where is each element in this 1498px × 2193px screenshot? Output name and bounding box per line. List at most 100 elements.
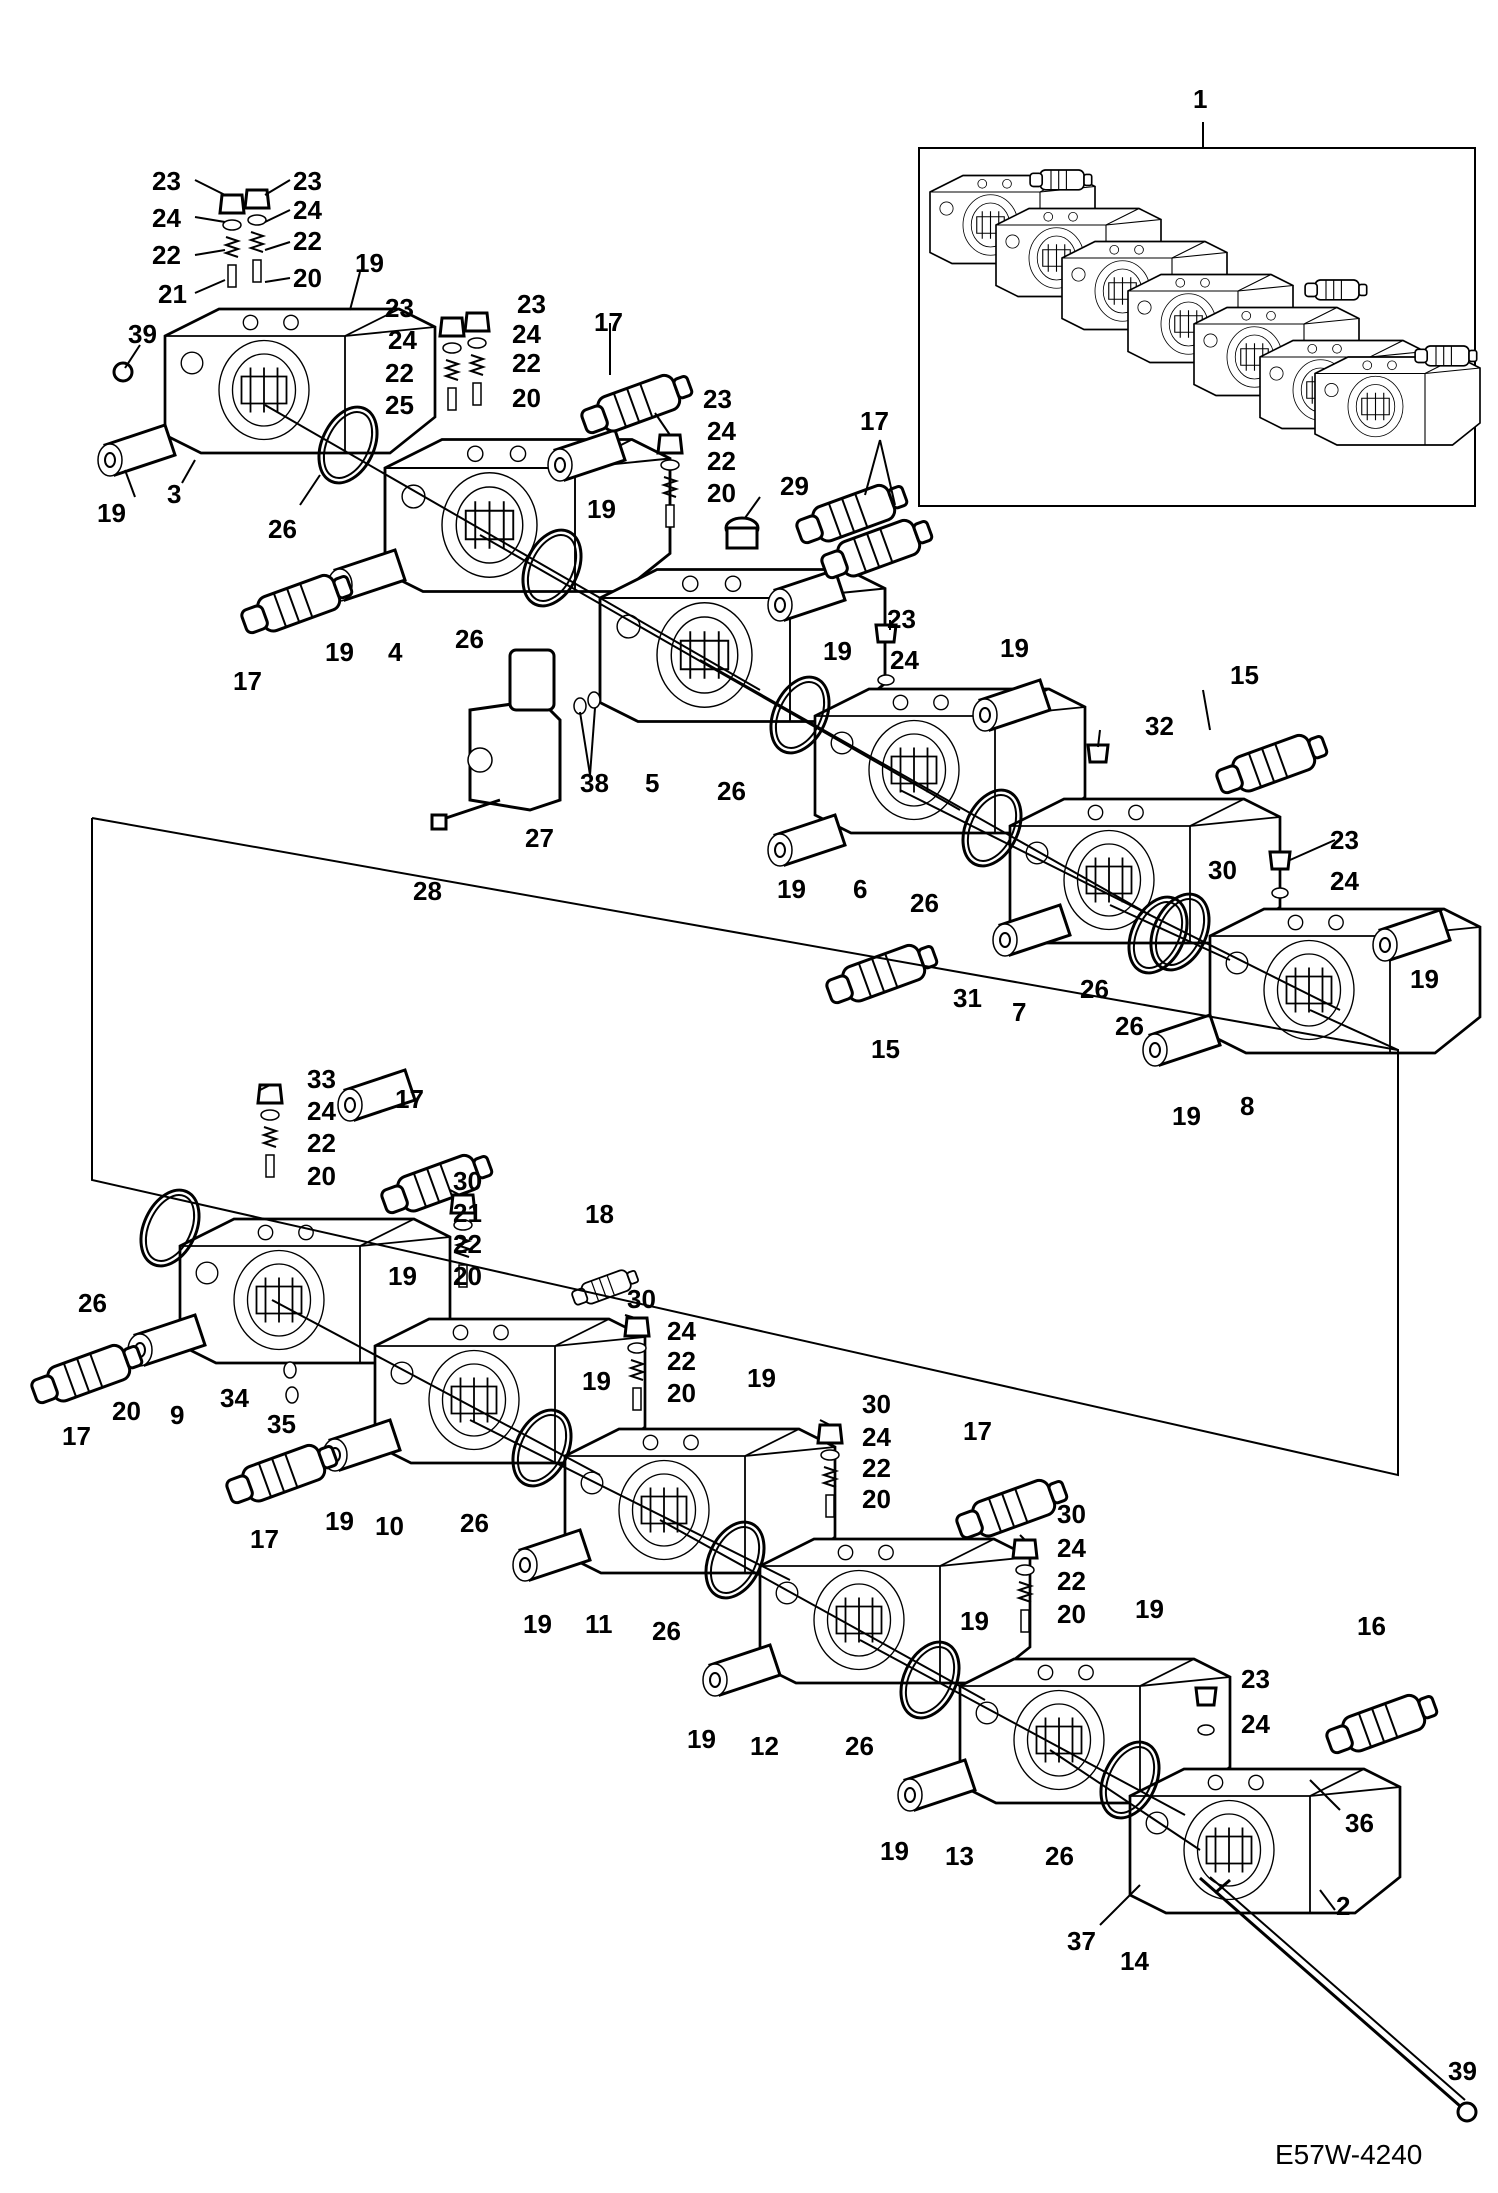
small-plugs <box>112 361 1478 2123</box>
callout: 17 <box>233 666 262 696</box>
callout: 26 <box>1080 974 1109 1004</box>
callout: 8 <box>1240 1091 1254 1121</box>
callout: 22 <box>667 1346 696 1376</box>
callout: 23 <box>385 293 414 323</box>
o-rings <box>128 396 1222 1829</box>
callout: 13 <box>945 1841 974 1871</box>
callout: 19 <box>388 1261 417 1291</box>
callout: 23 <box>1241 1664 1270 1694</box>
callout: 23 <box>152 166 181 196</box>
callout: 9 <box>170 1400 184 1430</box>
callout: 19 <box>880 1836 909 1866</box>
callout: 36 <box>1345 1808 1374 1838</box>
callout: 29 <box>780 471 809 501</box>
callout: 22 <box>385 358 414 388</box>
callout: 32 <box>1145 711 1174 741</box>
callout: 17 <box>62 1421 91 1451</box>
assembly-axis-lines <box>91 404 1399 1851</box>
callout: 26 <box>460 1508 489 1538</box>
callout: 12 <box>750 1731 779 1761</box>
callout: 26 <box>1045 1841 1074 1871</box>
callout: 23 <box>887 604 916 634</box>
callout: 34 <box>220 1383 249 1413</box>
callout: 30 <box>453 1166 482 1196</box>
callout: 24 <box>293 195 322 225</box>
callout: 19 <box>325 637 354 667</box>
callout: 23 <box>1330 825 1359 855</box>
callout: 33 <box>307 1064 336 1094</box>
callout: 39 <box>128 319 157 349</box>
callout: 24 <box>388 325 417 355</box>
callout: 2 <box>1336 1891 1350 1921</box>
callout: 24 <box>152 203 181 233</box>
callout: 39 <box>1448 2056 1477 2086</box>
section-14 <box>1128 1767 1402 1915</box>
callout: 19 <box>582 1366 611 1396</box>
callout: 24 <box>512 319 541 349</box>
callout: 22 <box>453 1229 482 1259</box>
section-4 <box>383 438 672 593</box>
callout: 10 <box>375 1511 404 1541</box>
callout: 24 <box>1330 866 1359 896</box>
callout: 31 <box>953 983 982 1013</box>
callout: 19 <box>960 1606 989 1636</box>
callout: 19 <box>777 874 806 904</box>
callout: 17 <box>963 1416 992 1446</box>
callout: 22 <box>1057 1566 1086 1596</box>
callout: 11 <box>585 1609 613 1639</box>
leader-lines <box>124 179 1341 1926</box>
callout: 20 <box>1057 1599 1086 1629</box>
callout: 24 <box>307 1096 336 1126</box>
callout: 14 <box>1120 1946 1149 1976</box>
plug-29 <box>724 516 760 550</box>
callout: 20 <box>862 1484 891 1514</box>
callout: 27 <box>525 823 554 853</box>
callout: 22 <box>862 1453 891 1483</box>
callout: 19 <box>1000 633 1029 663</box>
callout: 3 <box>167 479 181 509</box>
callout: 22 <box>293 226 322 256</box>
callout: 17 <box>594 307 623 337</box>
callout: 15 <box>1230 660 1259 690</box>
callout: 19 <box>97 498 126 528</box>
callout: 17 <box>860 406 889 436</box>
callout: 5 <box>645 768 659 798</box>
callout: 20 <box>293 263 322 293</box>
callout: 7 <box>1012 997 1026 1027</box>
callout: 24 <box>890 645 919 675</box>
callout: 20 <box>512 383 541 413</box>
callout: 22 <box>512 348 541 378</box>
callout: 28 <box>413 876 442 906</box>
callout: 20 <box>307 1161 336 1191</box>
assembled-valve-inset <box>918 122 1481 507</box>
callout: 15 <box>871 1034 900 1064</box>
callout: 24 <box>707 416 736 446</box>
callout: 19 <box>325 1506 354 1536</box>
compensator-block-27 <box>430 648 601 831</box>
callout: 19 <box>1172 1101 1201 1131</box>
callout: 24 <box>1241 1709 1270 1739</box>
callout: 22 <box>307 1128 336 1158</box>
callout: 23 <box>293 166 322 196</box>
callout: 26 <box>652 1616 681 1646</box>
callout: 19 <box>823 636 852 666</box>
callout: 21 <box>158 279 187 309</box>
callout: 23 <box>703 384 732 414</box>
callout: 24 <box>862 1422 891 1452</box>
callout: 24 <box>667 1316 696 1346</box>
callout: 24 <box>1057 1533 1086 1563</box>
callout: 30 <box>1208 855 1237 885</box>
callout: 30 <box>1057 1499 1086 1529</box>
callout: 4 <box>388 637 403 667</box>
callout: 37 <box>1067 1926 1096 1956</box>
callout: 19 <box>1135 1594 1164 1624</box>
callout: 26 <box>1115 1011 1144 1041</box>
callout: 1 <box>1193 84 1207 114</box>
callout: 19 <box>1410 964 1439 994</box>
callout: 19 <box>523 1609 552 1639</box>
callout: 26 <box>910 888 939 918</box>
callout: 26 <box>845 1731 874 1761</box>
callout: 22 <box>707 446 736 476</box>
callout: 19 <box>587 494 616 524</box>
